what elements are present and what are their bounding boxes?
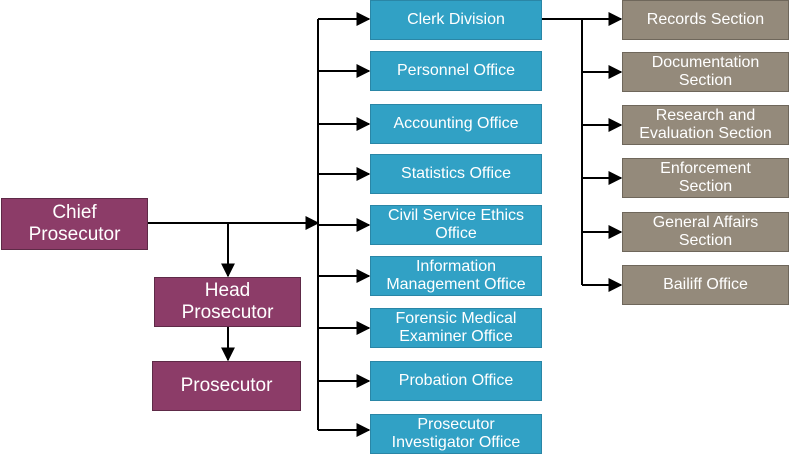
office-statistics: Statistics Office [370, 154, 542, 194]
section-label: Enforcement Section [660, 159, 751, 195]
section-enforcement: Enforcement Section [622, 158, 789, 198]
office-personnel: Personnel Office [370, 51, 542, 91]
office-label: Personnel Office [397, 61, 515, 79]
office-probation: Probation Office [370, 361, 542, 401]
section-research-evaluation: Research and Evaluation Section [622, 105, 789, 145]
section-label: Bailiff Office [663, 275, 748, 293]
section-bailiff-office: Bailiff Office [622, 265, 789, 305]
office-label: Information Management Office [386, 257, 526, 293]
office-information-management: Information Management Office [370, 256, 542, 296]
office-label: Civil Service Ethics Office [387, 206, 525, 242]
chief-prosecutor-box: Chief Prosecutor [1, 198, 148, 250]
chief-prosecutor-label: Chief Prosecutor [28, 202, 121, 245]
office-label: Clerk Division [407, 10, 505, 28]
prosecutor-box: Prosecutor [152, 361, 301, 411]
office-civil-service-ethics: Civil Service Ethics Office [370, 205, 542, 245]
head-prosecutor-box: Head Prosecutor [154, 277, 301, 327]
section-label: Documentation Section [651, 53, 760, 89]
office-label: Forensic Medical Examiner Office [395, 309, 517, 345]
head-prosecutor-label: Head Prosecutor [181, 280, 274, 323]
office-clerk-division: Clerk Division [370, 0, 542, 40]
office-accounting: Accounting Office [370, 104, 542, 144]
office-label: Probation Office [398, 371, 514, 389]
section-label: Research and Evaluation Section [639, 106, 772, 142]
prosecutor-label: Prosecutor [180, 375, 273, 397]
section-label: General Affairs Section [652, 213, 759, 249]
office-label: Statistics Office [401, 164, 511, 182]
office-label: Accounting Office [393, 114, 519, 132]
office-forensic-medical-examiner: Forensic Medical Examiner Office [370, 308, 542, 348]
office-prosecutor-investigator: Prosecutor Investigator Office [370, 414, 542, 454]
section-records: Records Section [622, 0, 789, 40]
section-label: Records Section [646, 10, 765, 28]
section-general-affairs: General Affairs Section [622, 212, 789, 252]
section-documentation: Documentation Section [622, 52, 789, 92]
office-label: Prosecutor Investigator Office [391, 415, 521, 451]
